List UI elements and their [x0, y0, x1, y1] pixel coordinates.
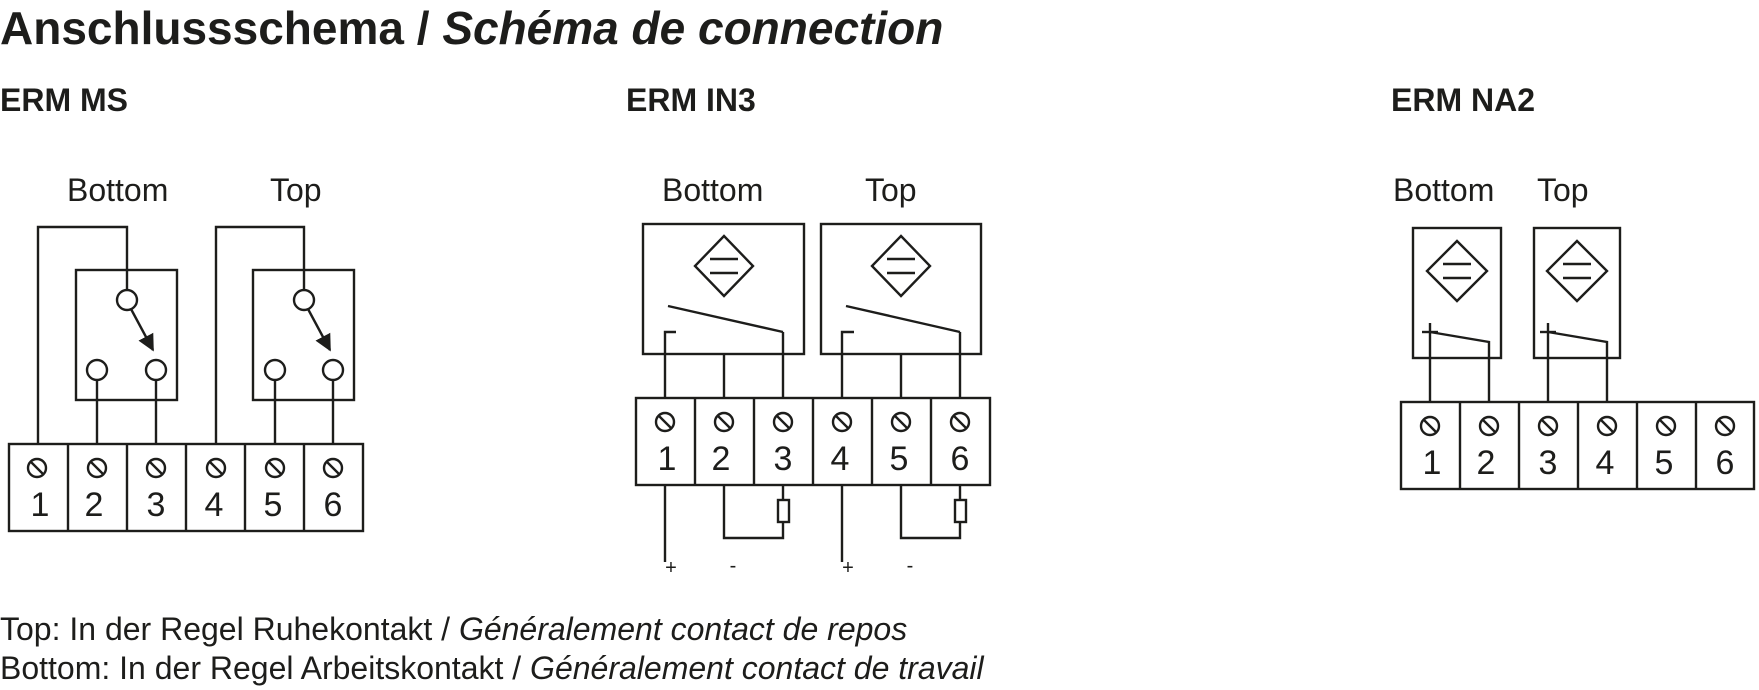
sensor-in3-bottom — [641, 222, 806, 398]
legend-bottom-line: Bottom: In der Regel Arbeitskontakt / Gé… — [0, 649, 984, 688]
terminal-number: 6 — [324, 486, 343, 524]
page-title: Anschlussschema / Schéma de connection — [0, 2, 943, 54]
terminal-number: 4 — [205, 486, 224, 524]
label-in3-bottom: Bottom — [662, 172, 764, 208]
output-in3-top — [840, 485, 968, 562]
terminal-number: 6 — [1716, 444, 1735, 482]
polarity-plus: + — [842, 557, 854, 579]
label-ms-top: Top — [270, 172, 322, 208]
terminal-block-ms — [7, 442, 365, 533]
terminal-number: 1 — [31, 486, 50, 524]
polarity-minus: - — [907, 555, 914, 577]
switch-ms-bottom — [36, 225, 179, 444]
terminal-number: 5 — [1655, 444, 1674, 482]
legend-bottom-fr: Généralement contact de travail — [530, 650, 984, 686]
schematic-erm-ms — [7, 225, 365, 533]
terminal-number: 5 — [264, 486, 283, 524]
terminal-number: 3 — [774, 440, 793, 478]
heading-erm-na2: ERM NA2 — [1391, 82, 1536, 118]
polarity-plus: + — [665, 557, 677, 579]
sensor-na2-bottom — [1411, 226, 1503, 402]
heading-erm-ms: ERM MS — [0, 82, 128, 118]
heading-erm-in3: ERM IN3 — [626, 82, 756, 118]
schematic-erm-in3 — [634, 222, 992, 562]
resistor-icon — [953, 498, 968, 524]
label-na2-bottom: Bottom — [1393, 172, 1495, 208]
sensor-na2-top — [1532, 226, 1622, 402]
label-na2-top: Top — [1537, 172, 1589, 208]
sensor-in3-top — [819, 222, 983, 398]
terminal-number: 5 — [890, 440, 909, 478]
title-separator: / — [403, 2, 443, 54]
screw-icon — [1419, 415, 1736, 437]
screw-icon — [26, 457, 344, 479]
terminal-block-na2 — [1399, 400, 1756, 491]
resistor-icon — [776, 498, 791, 524]
terminal-number: 3 — [147, 486, 166, 524]
terminal-number: 6 — [951, 440, 970, 478]
switch-ms-top — [214, 225, 356, 444]
terminal-number: 2 — [1477, 444, 1496, 482]
schematic-erm-na2 — [1399, 226, 1756, 491]
terminal-number: 2 — [85, 486, 104, 524]
terminal-number: 2 — [712, 440, 731, 478]
terminal-block-in3 — [634, 396, 992, 487]
polarity-minus: - — [730, 555, 737, 577]
legend-top-fr: Généralement contact de repos — [458, 611, 908, 647]
title-de: Anschlussschema — [0, 2, 404, 54]
terminal-number: 4 — [831, 440, 850, 478]
terminal-number: 3 — [1539, 444, 1558, 482]
label-in3-top: Top — [865, 172, 917, 208]
screw-icon — [654, 411, 971, 433]
terminal-number: 4 — [1596, 444, 1615, 482]
terminal-number: 1 — [658, 440, 677, 478]
legend-top-line: Top: In der Regel Ruhekontakt / Générale… — [0, 610, 984, 649]
label-ms-bottom: Bottom — [67, 172, 169, 208]
terminal-number: 1 — [1423, 444, 1442, 482]
output-in3-bottom — [663, 485, 791, 562]
legend: Top: In der Regel Ruhekontakt / Générale… — [0, 610, 984, 688]
legend-top-de: Top: In der Regel Ruhekontakt / — [0, 611, 459, 647]
legend-bottom-de: Bottom: In der Regel Arbeitskontakt / — [0, 650, 531, 686]
title-fr: Schéma de connection — [442, 2, 944, 54]
